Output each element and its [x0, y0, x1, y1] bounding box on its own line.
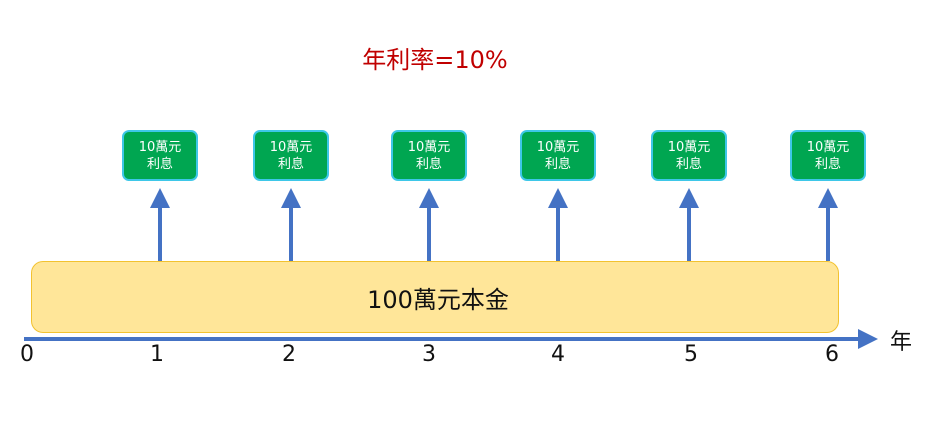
axis-tick-6: 6	[825, 342, 839, 367]
interest-box-1: 10萬元 利息	[122, 130, 198, 181]
interest-label: 利息	[675, 156, 702, 172]
interest-box-6: 10萬元 利息	[790, 130, 866, 181]
interest-label: 利息	[146, 156, 173, 172]
principal-label: 100萬元本金	[367, 285, 509, 314]
axis-tick-1: 1	[150, 342, 164, 367]
interest-amount: 10萬元	[536, 139, 580, 155]
interest-label: 利息	[277, 156, 304, 172]
axis-tick-5: 5	[684, 342, 698, 367]
interest-amount: 10萬元	[269, 139, 313, 155]
interest-box-2: 10萬元 利息	[253, 130, 329, 181]
interest-box-3: 10萬元 利息	[391, 130, 467, 181]
interest-label: 利息	[415, 156, 442, 172]
interest-amount: 10萬元	[806, 139, 850, 155]
diagram-title: 年利率=10%	[362, 46, 508, 74]
interest-label: 利息	[814, 156, 841, 172]
axis-tick-0: 0	[20, 342, 34, 367]
interest-amount: 10萬元	[667, 139, 711, 155]
axis-tick-2: 2	[282, 342, 296, 367]
axis-unit-label: 年	[890, 330, 913, 355]
axis-tick-4: 4	[551, 342, 565, 367]
axis-tick-3: 3	[422, 342, 436, 367]
interest-amount: 10萬元	[407, 139, 451, 155]
interest-box-4: 10萬元 利息	[520, 130, 596, 181]
interest-amount: 10萬元	[138, 139, 182, 155]
interest-box-5: 10萬元 利息	[651, 130, 727, 181]
interest-label: 利息	[544, 156, 571, 172]
principal-bar: 100萬元本金	[31, 261, 839, 333]
